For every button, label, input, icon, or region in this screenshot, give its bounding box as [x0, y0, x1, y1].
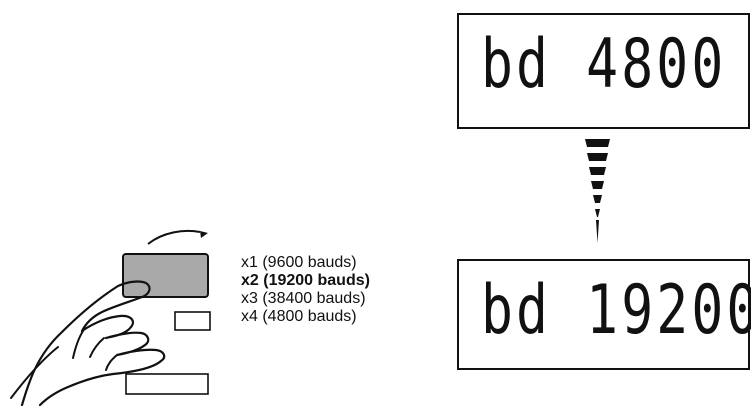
bottom-display-panel: bd 19200 [457, 259, 751, 370]
hand-contour-icon [72, 330, 84, 359]
legend-item: x1 (9600 bauds) [241, 254, 357, 271]
curved-arrow-head-icon [200, 231, 208, 238]
top-display-panel: bd 4800 [457, 13, 750, 129]
down-arrow-segment-icon [595, 209, 600, 217]
secondary-button[interactable] [174, 311, 211, 331]
hand-icon [20, 280, 166, 407]
down-arrow-segment-icon [593, 195, 602, 203]
lower-button[interactable] [125, 373, 209, 395]
press-count-legend: x1 (9600 bauds) x2 (19200 bauds) x3 (384… [241, 254, 370, 326]
down-arrow-segment-icon [587, 153, 608, 161]
legend-item: x2 (19200 bauds) [241, 272, 370, 289]
legend-item: x4 (4800 bauds) [241, 308, 357, 325]
curved-arrow-icon [147, 229, 201, 245]
down-arrow-segment-icon [591, 181, 604, 189]
down-arrow-icon [596, 220, 599, 243]
hand-contour-icon [105, 354, 118, 371]
hand-contour-icon [89, 337, 105, 358]
down-arrow-segment-icon [585, 139, 610, 147]
bottom-display-value: bd 19200 [481, 271, 751, 350]
selected-button[interactable] [122, 253, 209, 298]
top-display-value: bd 4800 [481, 25, 727, 104]
hand-contour-icon [10, 346, 59, 399]
legend-item: x3 (38400 bauds) [241, 290, 366, 307]
down-arrow-segment-icon [589, 167, 606, 175]
